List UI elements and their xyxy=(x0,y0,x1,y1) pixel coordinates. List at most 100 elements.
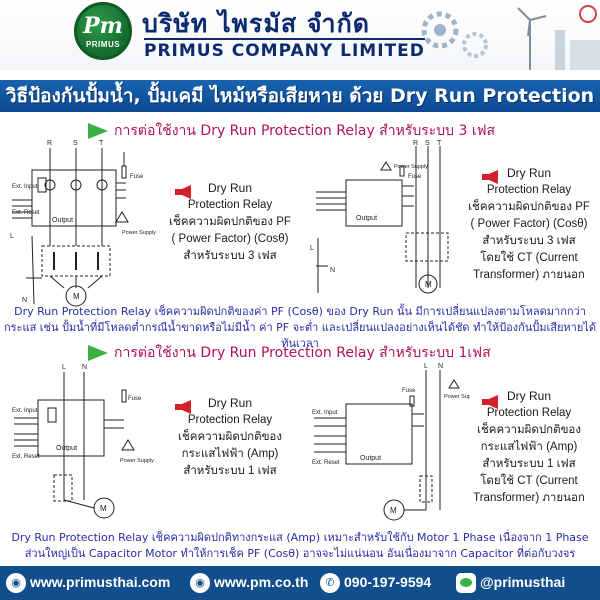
label-fuse: Fuse xyxy=(130,174,144,180)
caption-line: สำหรับระบบ 3 เฟส xyxy=(482,235,576,247)
caption-line: Protection Relay xyxy=(486,407,572,419)
caption-line: เช็คความผิดปกติของ xyxy=(178,431,282,443)
label-r: R xyxy=(47,140,52,147)
single-phase-wiring-diagram-left: L N Ext. Input Ext. Reset Output Fuse Po… xyxy=(12,364,154,519)
single-phase-wiring-diagram-right: L N Ext. Input Ext. Reset Output Fuse Po… xyxy=(312,363,470,521)
label-t: T xyxy=(99,140,104,147)
label-fuse: Fuse xyxy=(408,174,422,180)
label-output: Output xyxy=(52,217,73,224)
company-name-thai: บริษัท ไพรมัส จำกัด xyxy=(142,9,370,38)
three-phase-left-caption: Dry Run Protection Relay เช็คความผิดปกติ… xyxy=(160,180,300,265)
label-l: L xyxy=(310,245,314,252)
caption-line: Dry Run xyxy=(207,396,252,410)
label-n: N xyxy=(82,364,87,371)
label-output: Output xyxy=(356,215,377,222)
red-arrow-icon xyxy=(175,185,191,199)
gear-hub xyxy=(434,24,446,36)
logo-text: PRIMUS xyxy=(85,40,121,49)
caption-line: โดยใช้ CT (Current xyxy=(480,475,578,487)
label-ext-input: Ext. Input xyxy=(12,408,38,414)
page-title: วิธีป้องกันปั้มน้ำ, ปั้มเคมี ไหม้หรือเสี… xyxy=(5,85,595,107)
industrial-illustration xyxy=(421,5,600,70)
factory-building xyxy=(570,40,600,70)
footer: ◉ www.primusthai.com ◉ www.pm.co.th ✆ 09… xyxy=(0,566,600,600)
caption-line: Dry Run xyxy=(506,389,551,403)
gear-icon xyxy=(421,11,459,49)
label-n: N xyxy=(330,267,335,274)
caption-line: ( Power Factor) (Cosθ) xyxy=(171,233,289,245)
caption-line: เช็คความผิดปกติของ xyxy=(477,424,581,436)
label-n: N xyxy=(438,363,443,370)
three-phase-wiring-diagram-right: R S T Output Fuse Power Supply M L N xyxy=(310,140,449,294)
label-fuse: Fuse xyxy=(128,396,142,402)
website-link-secondary[interactable]: www.pm.co.th xyxy=(214,574,309,590)
red-arrow-icon xyxy=(482,170,498,184)
caption-line: Protection Relay xyxy=(187,414,273,426)
chimney xyxy=(555,30,565,70)
caption-line: สำหรับระบบ 1 เฟส xyxy=(183,465,277,477)
motor-symbol xyxy=(418,274,438,294)
label-ext-input: Ext. Input xyxy=(312,410,338,416)
three-phase-right-caption: Dry Run Protection Relay เช็คความผิดปกติ… xyxy=(458,165,600,284)
gear-icon-red xyxy=(579,5,597,23)
caption-line: กระแสไฟฟ้า (Amp) xyxy=(181,448,279,460)
single-phase-heading-text: การต่อใช้งาน Dry Run Protection Relay สำ… xyxy=(114,345,491,361)
caption-line: กระแสไฟฟ้า (Amp) xyxy=(480,441,578,453)
label-power-supply: Power Supply xyxy=(122,230,156,236)
label-ext-reset: Ext. Reset xyxy=(12,210,40,216)
caption-line: Protection Relay xyxy=(486,184,572,196)
three-phase-wiring-diagram-left: R S T Ext. Input Ext. Reset Output Fuse … xyxy=(10,140,156,307)
phone-number[interactable]: 090-197-9594 xyxy=(344,574,432,590)
caption-line: Protection Relay xyxy=(187,199,273,211)
caption-line: Transformer) ภายนอก xyxy=(473,492,585,504)
label-m: M xyxy=(425,280,432,289)
label-t: T xyxy=(437,140,442,147)
three-phase-heading: การต่อใช้งาน Dry Run Protection Relay สำ… xyxy=(88,120,495,142)
single-phase-left-caption: Dry Run Protection Relay เช็คความผิดปกติ… xyxy=(160,395,300,480)
caption-line: โดยใช้ CT (Current xyxy=(480,252,578,264)
title-banner: วิธีป้องกันปั้มน้ำ, ปั้มเคมี ไหม้หรือเสี… xyxy=(0,80,600,112)
label-ext-input: Ext. Input xyxy=(12,184,38,190)
caption-line: สำหรับระบบ 1 เฟส xyxy=(482,458,576,470)
label-m: M xyxy=(390,506,397,515)
single-phase-description: Dry Run Protection Relay เช็คความผิดปกติ… xyxy=(11,531,589,560)
single-phase-heading: การต่อใช้งาน Dry Run Protection Relay สำ… xyxy=(88,342,491,364)
green-arrow-icon xyxy=(88,345,108,361)
green-arrow-icon xyxy=(88,123,108,139)
gear-icon-small xyxy=(462,32,488,58)
label-n: N xyxy=(22,297,27,304)
label-power-supply: Power Supply xyxy=(444,394,470,400)
caption-line: เช็คความผิดปกติของ PF xyxy=(468,201,590,213)
label-m: M xyxy=(100,504,107,513)
label-l: L xyxy=(62,364,66,371)
caption-line: เช็คความผิดปกติของ PF xyxy=(169,216,291,228)
label-power-supply: Power Supply xyxy=(394,164,428,170)
label-ext-reset: Ext. Reset xyxy=(312,460,340,466)
caption-line: Dry Run xyxy=(207,181,252,195)
company-name-english: PRIMUS COMPANY LIMITED xyxy=(144,38,425,61)
caption-line: ( Power Factor) (Cosθ) xyxy=(470,218,588,230)
caption-line: Dry Run xyxy=(506,166,551,180)
website-link-primary[interactable]: www.primusthai.com xyxy=(30,574,171,590)
three-phase-description: Dry Run Protection Relay เช็คความผิดปกติ… xyxy=(4,305,596,350)
logo-mark: Pm xyxy=(83,13,123,39)
relay-box xyxy=(345,179,403,227)
red-arrow-icon xyxy=(175,400,191,414)
red-arrow-icon xyxy=(482,395,498,409)
label-output: Output xyxy=(360,455,381,462)
caption-line: สำหรับระบบ 3 เฟส xyxy=(183,250,277,262)
label-ext-reset: Ext. Reset xyxy=(12,454,40,460)
line-app-icon xyxy=(456,573,476,593)
phone-icon: ✆ xyxy=(320,573,340,593)
line-id[interactable]: @primusthai xyxy=(480,574,566,590)
motor-symbol xyxy=(65,285,87,307)
label-power-supply: Power Supply xyxy=(120,458,154,464)
header: Pm PRIMUS บริษัท ไพรมัส จำกัด PRIMUS COM… xyxy=(0,0,600,70)
label-l: L xyxy=(10,233,14,240)
three-phase-heading-text: การต่อใช้งาน Dry Run Protection Relay สำ… xyxy=(114,123,496,139)
label-s: S xyxy=(425,140,430,147)
single-phase-right-caption: Dry Run Protection Relay เช็คความผิดปกติ… xyxy=(458,388,600,507)
label-r: R xyxy=(413,140,418,147)
globe-icon: ◉ xyxy=(190,573,210,593)
company-logo: Pm PRIMUS xyxy=(74,2,132,60)
